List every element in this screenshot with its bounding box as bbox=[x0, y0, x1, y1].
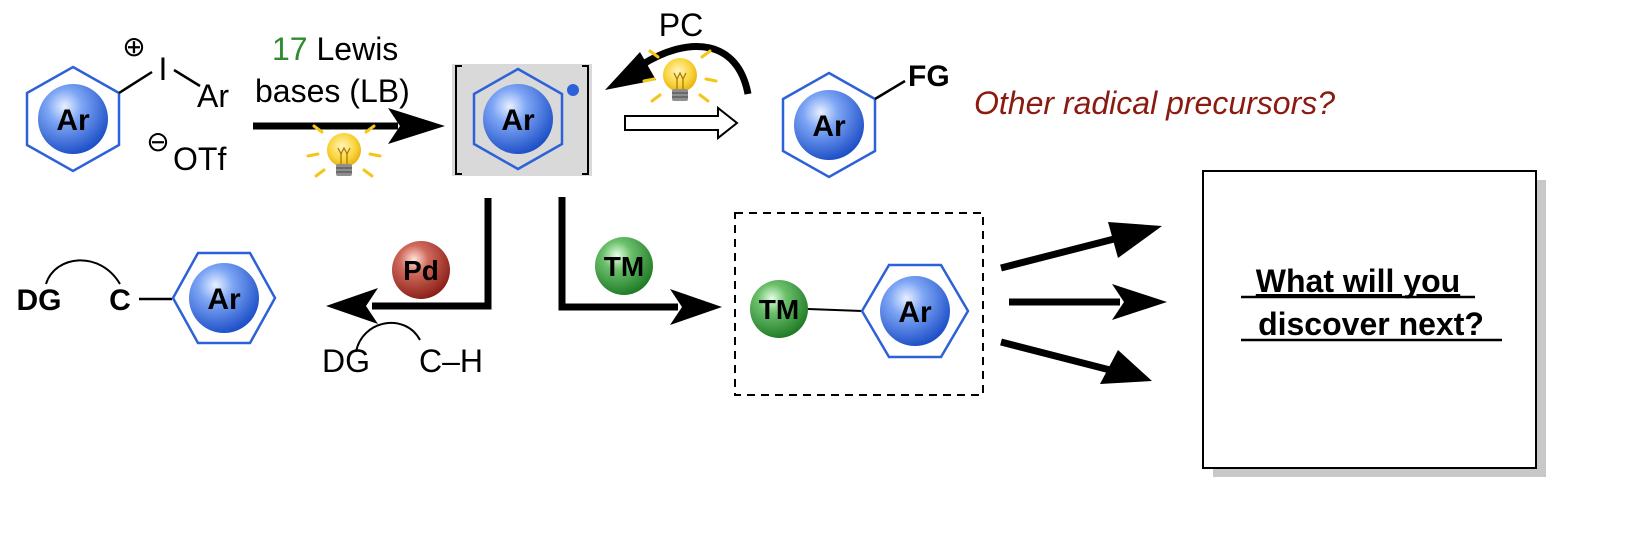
dg-label: DG bbox=[322, 343, 370, 379]
triflate-label: OTf bbox=[173, 141, 226, 177]
c-label: C bbox=[109, 284, 131, 317]
lewis-base-step: 17 Lewis bases (LB) bbox=[253, 31, 445, 178]
elbow-arrow-icon bbox=[558, 197, 678, 311]
dashed-box bbox=[734, 212, 984, 396]
tm-label: TM bbox=[604, 251, 644, 282]
benzene-ring-icon bbox=[472, 67, 564, 171]
benzene-ring-icon bbox=[860, 263, 970, 359]
other-precursors-question: Other radical precursors? bbox=[974, 85, 1335, 121]
tm-ball-icon bbox=[750, 280, 808, 338]
discover-line1: What will you bbox=[1256, 263, 1460, 299]
ch-label: C–H bbox=[419, 343, 483, 379]
discover-line2: discover next? bbox=[1258, 306, 1484, 342]
arylated-product: DG C Ar bbox=[17, 251, 277, 345]
functionalized-arene: Ar FG bbox=[781, 60, 950, 179]
radical-dot-icon bbox=[567, 84, 579, 96]
negative-charge: ⊖ bbox=[146, 126, 169, 157]
pc-label: PC bbox=[659, 7, 703, 43]
lewis-word: Lewis bbox=[308, 31, 399, 67]
dg-label: DG bbox=[17, 284, 62, 317]
iodine-label: I bbox=[159, 51, 168, 87]
lewis-base-line1: 17 Lewis bbox=[272, 31, 398, 67]
ar-label: Ar bbox=[501, 104, 535, 137]
fg-label: FG bbox=[908, 60, 950, 93]
tm-label: TM bbox=[759, 294, 799, 325]
discovery-arrows bbox=[1000, 222, 1167, 384]
aryl-iodonium-triflate: Ar ⊕ I Ar ⊖ OTf bbox=[25, 31, 229, 177]
discovery-box: What will you discover next? bbox=[1202, 170, 1546, 477]
pd-branch: Pd DG C–H bbox=[322, 198, 492, 379]
ar-label: Ar bbox=[207, 283, 241, 316]
tm-ball-icon bbox=[595, 237, 653, 295]
aryl-radical: Ar bbox=[452, 64, 592, 176]
lewis-count: 17 bbox=[272, 31, 308, 67]
iodonium-aryl-label: Ar bbox=[197, 78, 229, 114]
ar-ball-icon bbox=[38, 84, 108, 154]
tm-aryl-intermediate: TM Ar bbox=[734, 212, 984, 396]
lightbulb-icon bbox=[306, 124, 382, 178]
ar-label: Ar bbox=[898, 296, 932, 329]
hollow-arrow-icon bbox=[624, 105, 739, 141]
elbow-arrow-icon bbox=[372, 198, 492, 310]
ar-ball-icon bbox=[794, 90, 864, 160]
tm-branch: TM bbox=[558, 197, 722, 325]
benzene-ring-icon bbox=[171, 251, 277, 345]
ar-ball-icon bbox=[189, 263, 259, 333]
pd-label: Pd bbox=[403, 255, 439, 286]
pd-ball-icon bbox=[392, 241, 450, 299]
ar-label: Ar bbox=[56, 104, 90, 137]
ar-label: Ar bbox=[812, 110, 846, 143]
lewis-base-line2: bases (LB) bbox=[255, 73, 410, 109]
positive-charge: ⊕ bbox=[122, 31, 145, 62]
photocatalyst-step: PC bbox=[605, 7, 752, 141]
ar-ball-icon bbox=[880, 276, 950, 346]
ar-ball-icon bbox=[483, 84, 553, 154]
